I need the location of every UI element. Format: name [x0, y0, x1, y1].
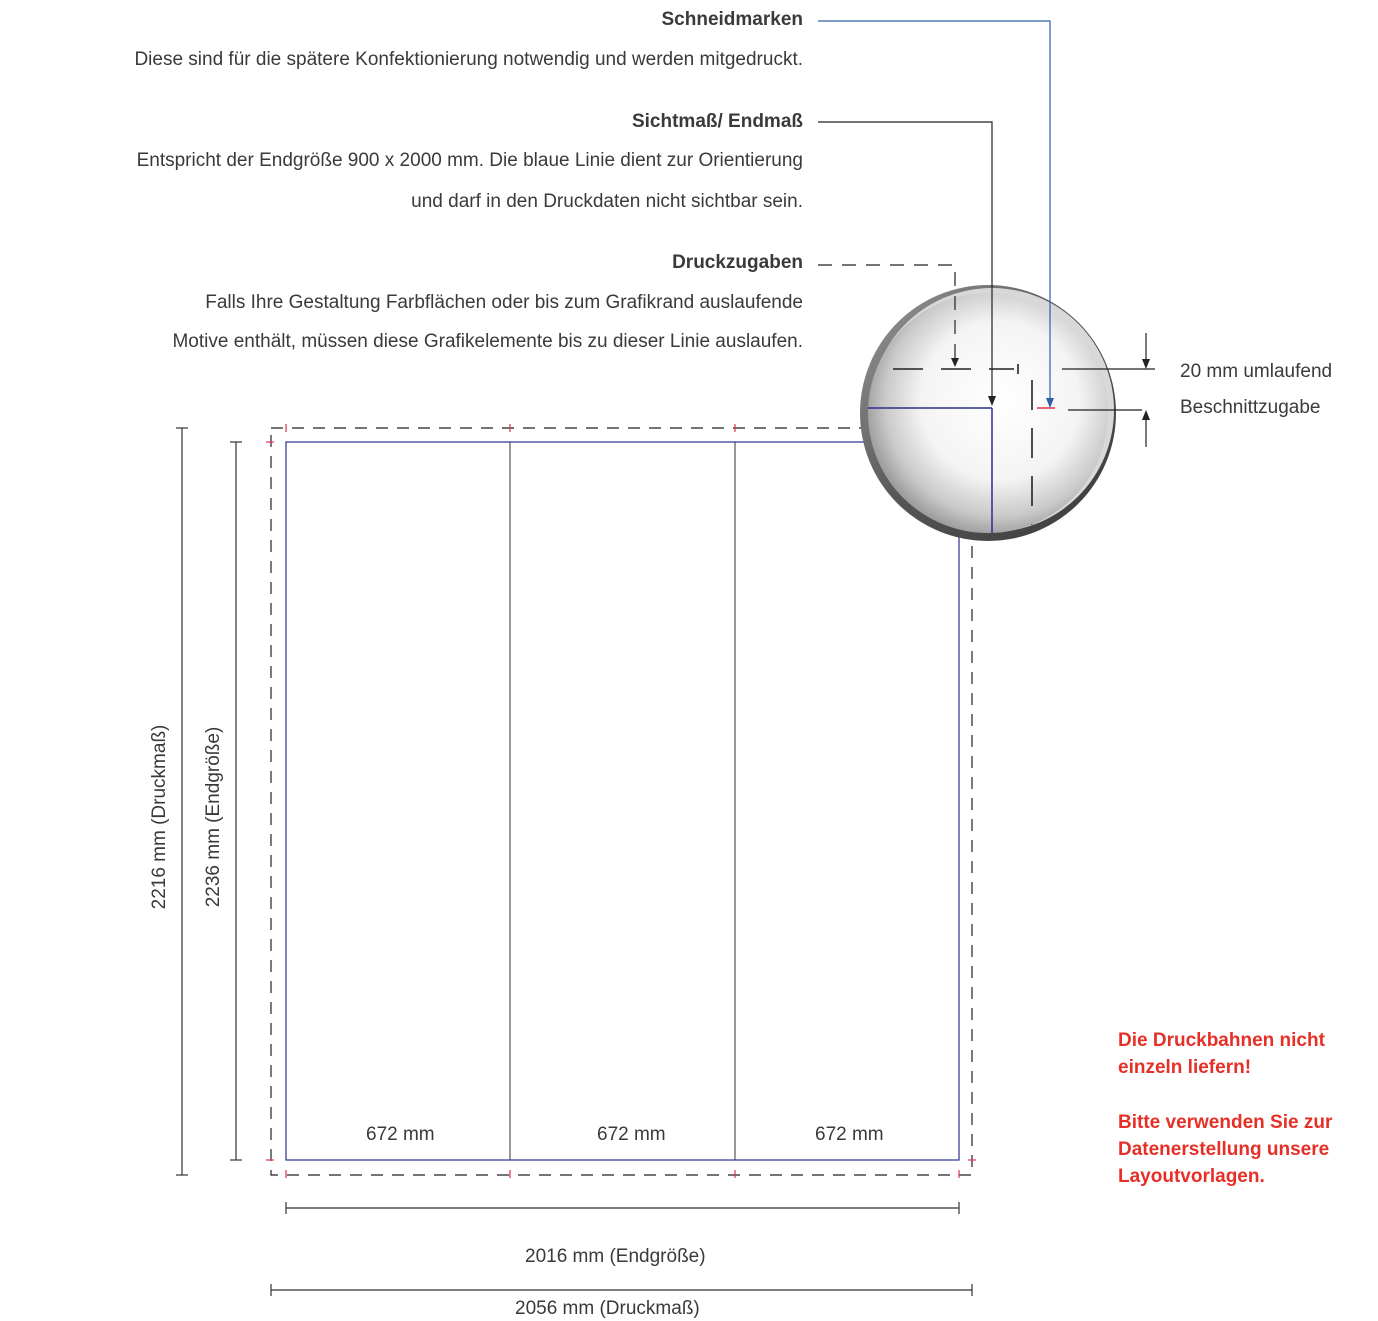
magnifier-lens — [860, 285, 1116, 541]
leader-sichtmass — [818, 121, 993, 400]
leader-schneidmarken — [818, 20, 1051, 402]
leader-druckzugaben — [818, 264, 956, 362]
height-print-label: 2216 mm (Druckmaß) — [149, 724, 170, 910]
arrow-druckzugaben — [951, 358, 959, 367]
bleed-measure — [1062, 333, 1155, 447]
warning-line-2: einzeln liefern! — [1118, 1057, 1252, 1078]
warning-line-1: Die Druckbahnen nicht — [1118, 1030, 1325, 1051]
height-dimension-print — [176, 427, 188, 1176]
bleed-note-line-1: 20 mm umlaufend — [1180, 361, 1333, 382]
arrow-sichtmass — [988, 396, 996, 406]
druckzugaben-line-1: Falls Ihre Gestaltung Farbflächen oder b… — [205, 292, 803, 313]
final-size-outline — [285, 441, 960, 1161]
warning-line-4: Datenerstellung unsere — [1118, 1139, 1330, 1160]
druckzugaben-title: Druckzugaben — [672, 252, 803, 273]
panel-label-3: 672 mm — [815, 1124, 884, 1145]
warning-line-3: Bitte verwenden Sie zur — [1118, 1112, 1333, 1133]
bleed-outline — [270, 427, 973, 1176]
schneidmarken-title: Schneidmarken — [661, 9, 804, 30]
sichtmass-line-1: Entspricht der Endgröße 900 x 2000 mm. D… — [136, 150, 803, 171]
height-final-label: 2236 mm (Endgröße) — [203, 726, 224, 908]
sichtmass-title: Sichtmaß/ Endmaß — [631, 111, 803, 132]
width-final-label: 2016 mm (Endgröße) — [525, 1246, 706, 1267]
schneidmarken-text: Diese sind für die spätere Konfektionier… — [134, 49, 803, 70]
width-dimension-print — [270, 1284, 973, 1296]
warning-line-5: Layoutvorlagen. — [1118, 1166, 1265, 1187]
cut-marks — [266, 424, 976, 1178]
panel-label-2: 672 mm — [597, 1124, 666, 1145]
bleed-note-line-2: Beschnittzugabe — [1180, 397, 1321, 418]
width-dimension-final — [285, 1202, 960, 1214]
sichtmass-line-2: und darf in den Druckdaten nicht sichtba… — [411, 191, 803, 212]
druckzugaben-line-2: Motive enthält, müssen diese Grafikeleme… — [172, 331, 803, 352]
width-print-label: 2056 mm (Druckmaß) — [515, 1298, 700, 1319]
panel-label-1: 672 mm — [366, 1124, 435, 1145]
arrow-schneidmarken — [1046, 398, 1054, 408]
height-dimension-final — [230, 441, 242, 1161]
